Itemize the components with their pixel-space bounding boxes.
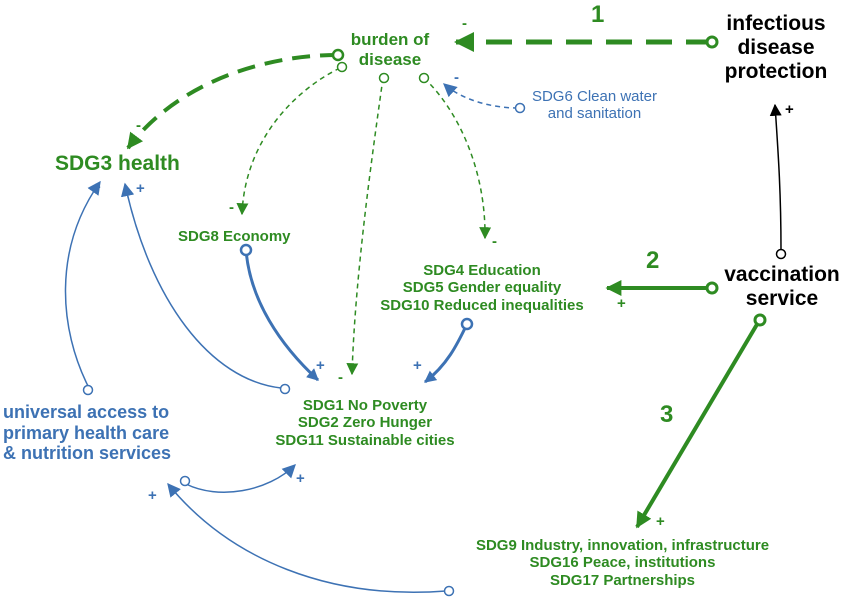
polarity-sign: + — [413, 357, 422, 374]
link-origin-circle — [331, 48, 345, 62]
node-line: SDG3 health — [55, 152, 180, 175]
node-line: SDG11 Sustainable cities — [275, 431, 455, 449]
link-sdg4-to-sdg1 — [424, 323, 469, 384]
polarity-sign: + — [785, 101, 794, 118]
node-sdg9-sdg16-sdg17: SDG9 Industry, innovation, infrastructur… — [450, 537, 795, 589]
link-origin-circle — [279, 383, 291, 395]
link-universal-to-sdg1 — [185, 464, 296, 493]
link-origin-circle — [514, 102, 526, 114]
link-universal-to-sdg3 — [64, 180, 101, 387]
link-sdg8-to-sdg1 — [244, 249, 320, 382]
link-vaccination-to-sdg9 — [635, 319, 761, 529]
polarity-sign: + — [316, 357, 325, 374]
node-line: SDG17 Partnerships — [549, 571, 696, 589]
link-origin-circle — [82, 384, 94, 396]
node-burden-of-disease: burden of disease — [330, 30, 450, 69]
pathway-number-2: 2 — [646, 247, 660, 274]
node-line: SDG8 Economy — [178, 228, 291, 245]
link-burden-to-sdg1 — [346, 77, 384, 376]
link-origin-circle — [753, 313, 767, 327]
link-burden-to-sdg4 — [423, 77, 492, 240]
node-line: disease — [737, 36, 815, 60]
node-line: disease — [358, 49, 422, 69]
node-line: SDG2 Zero Hunger — [297, 414, 433, 432]
node-infectious-disease-protection: infectious disease protection — [711, 12, 841, 84]
node-line: and sanitation — [547, 105, 642, 123]
link-origin-circle — [775, 248, 787, 260]
link-burden-to-sdg3 — [126, 53, 339, 150]
node-line: SDG16 Peace, institutions — [529, 554, 716, 572]
pathway-number-1: 1 — [591, 1, 605, 28]
polarity-sign: + — [617, 295, 626, 312]
polarity-sign: - — [136, 117, 141, 134]
polarity-sign: + — [656, 513, 665, 530]
link-vaccination-to-infectious — [769, 103, 782, 251]
node-sdg6-clean-water: SDG6 Clean water and sanitation — [527, 88, 662, 123]
node-sdg4-sdg5-sdg10: SDG4 Education SDG5 Gender equality SDG1… — [362, 262, 602, 314]
node-sdg1-sdg2-sdg11: SDG1 No Poverty SDG2 Zero Hunger SDG11 S… — [260, 397, 470, 449]
node-line: SDG1 No Poverty — [302, 397, 428, 414]
node-line: universal access to — [3, 402, 170, 422]
node-line: SDG9 Industry, innovation, infrastructur… — [475, 537, 770, 554]
link-origin-circle — [239, 243, 253, 257]
polarity-sign: + — [136, 180, 145, 197]
link-sdg1-to-sdg3 — [120, 182, 282, 389]
node-line: SDG5 Gender equality — [402, 279, 562, 297]
polarity-sign: - — [492, 233, 497, 250]
node-line: & nutrition services — [3, 443, 172, 464]
node-line: protection — [724, 60, 828, 84]
link-origin-circle — [460, 317, 474, 331]
polarity-sign: + — [296, 470, 305, 487]
link-origin-circle — [443, 585, 455, 597]
node-line: SDG4 Education — [423, 262, 541, 279]
link-origin-circle — [336, 61, 348, 73]
link-origin-circle — [418, 72, 430, 84]
link-origin-circle — [705, 281, 719, 295]
node-sdg8-economy: SDG8 Economy — [178, 228, 291, 245]
node-line: infectious — [726, 12, 826, 35]
node-sdg3-health: SDG3 health — [55, 152, 180, 176]
polarity-sign: - — [454, 69, 459, 86]
node-vaccination-service: vaccination service — [717, 263, 847, 311]
polarity-sign: - — [338, 369, 343, 386]
node-universal-access: universal access to primary health care … — [3, 402, 171, 464]
node-line: SDG10 Reduced inequalities — [380, 296, 584, 314]
node-line: primary health care — [3, 422, 170, 443]
link-sdg9-to-universal — [167, 482, 447, 593]
link-origin-circle — [705, 35, 719, 49]
polarity-sign: + — [148, 487, 157, 504]
link-burden-to-sdg8 — [236, 67, 341, 216]
node-line: vaccination — [724, 263, 840, 286]
node-line: burden of — [350, 30, 430, 49]
link-origin-circle — [378, 72, 390, 84]
polarity-sign: + — [92, 179, 101, 196]
node-line: service — [745, 287, 819, 311]
link-sdg6-to-burden — [442, 83, 519, 109]
polarity-sign: - — [462, 15, 467, 32]
link-origin-circle — [179, 475, 191, 487]
polarity-sign: - — [229, 199, 234, 216]
pathway-number-3: 3 — [660, 401, 674, 428]
node-line: SDG6 Clean water — [531, 88, 658, 105]
